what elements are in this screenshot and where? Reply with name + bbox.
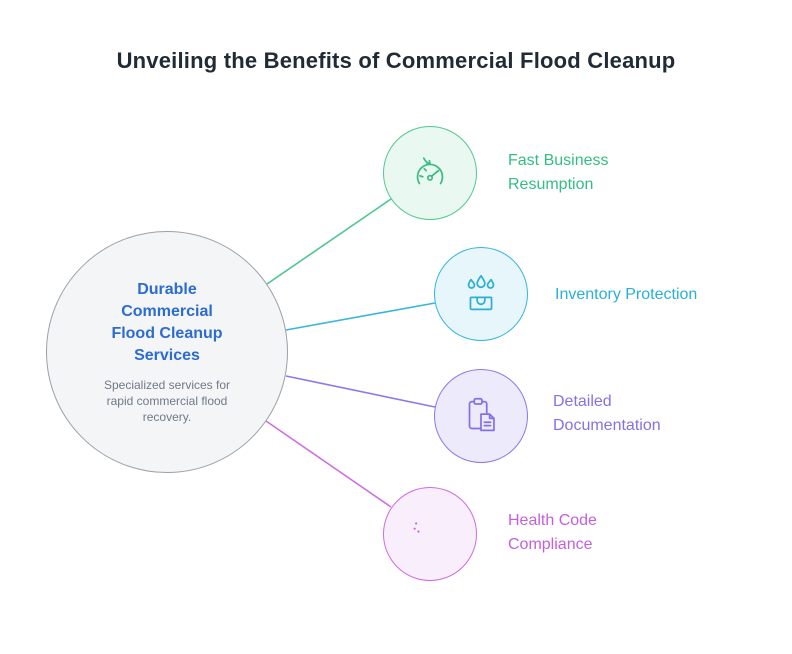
page-title: Unveiling the Benefits of Commercial Flo… (116, 48, 676, 73)
connector-health-code-compliance (265, 420, 392, 508)
clipboard-document-icon (468, 397, 495, 432)
fast-business-resumption-bubble (383, 126, 477, 220)
connector-detailed-documentation (285, 375, 436, 408)
connector-inventory-protection (285, 302, 436, 331)
detailed-documentation-bubble (434, 369, 528, 463)
fast-business-resumption-label: Fast Business Resumption (508, 152, 609, 193)
inventory-protection-bubble (434, 247, 528, 341)
inventory-protection-label: Inventory Protection (555, 286, 698, 303)
connector-fast-business-resumption (266, 198, 392, 285)
health-code-compliance-bubble (383, 487, 477, 581)
central-node: Durable Commercial Flood Cleanup Service… (46, 231, 288, 473)
central-node-subtitle: Specialized services for rapid commercia… (103, 378, 231, 424)
health-code-compliance-label: Health Code Compliance (508, 512, 597, 553)
speedometer-arrow-icon (416, 157, 444, 185)
no-spray-bottle-icon (413, 522, 420, 533)
central-node-title: Durable Commercial Flood Cleanup Service… (111, 281, 223, 364)
detailed-documentation-label: Detailed Documentation (553, 393, 661, 434)
water-drops-box-icon (467, 274, 495, 311)
